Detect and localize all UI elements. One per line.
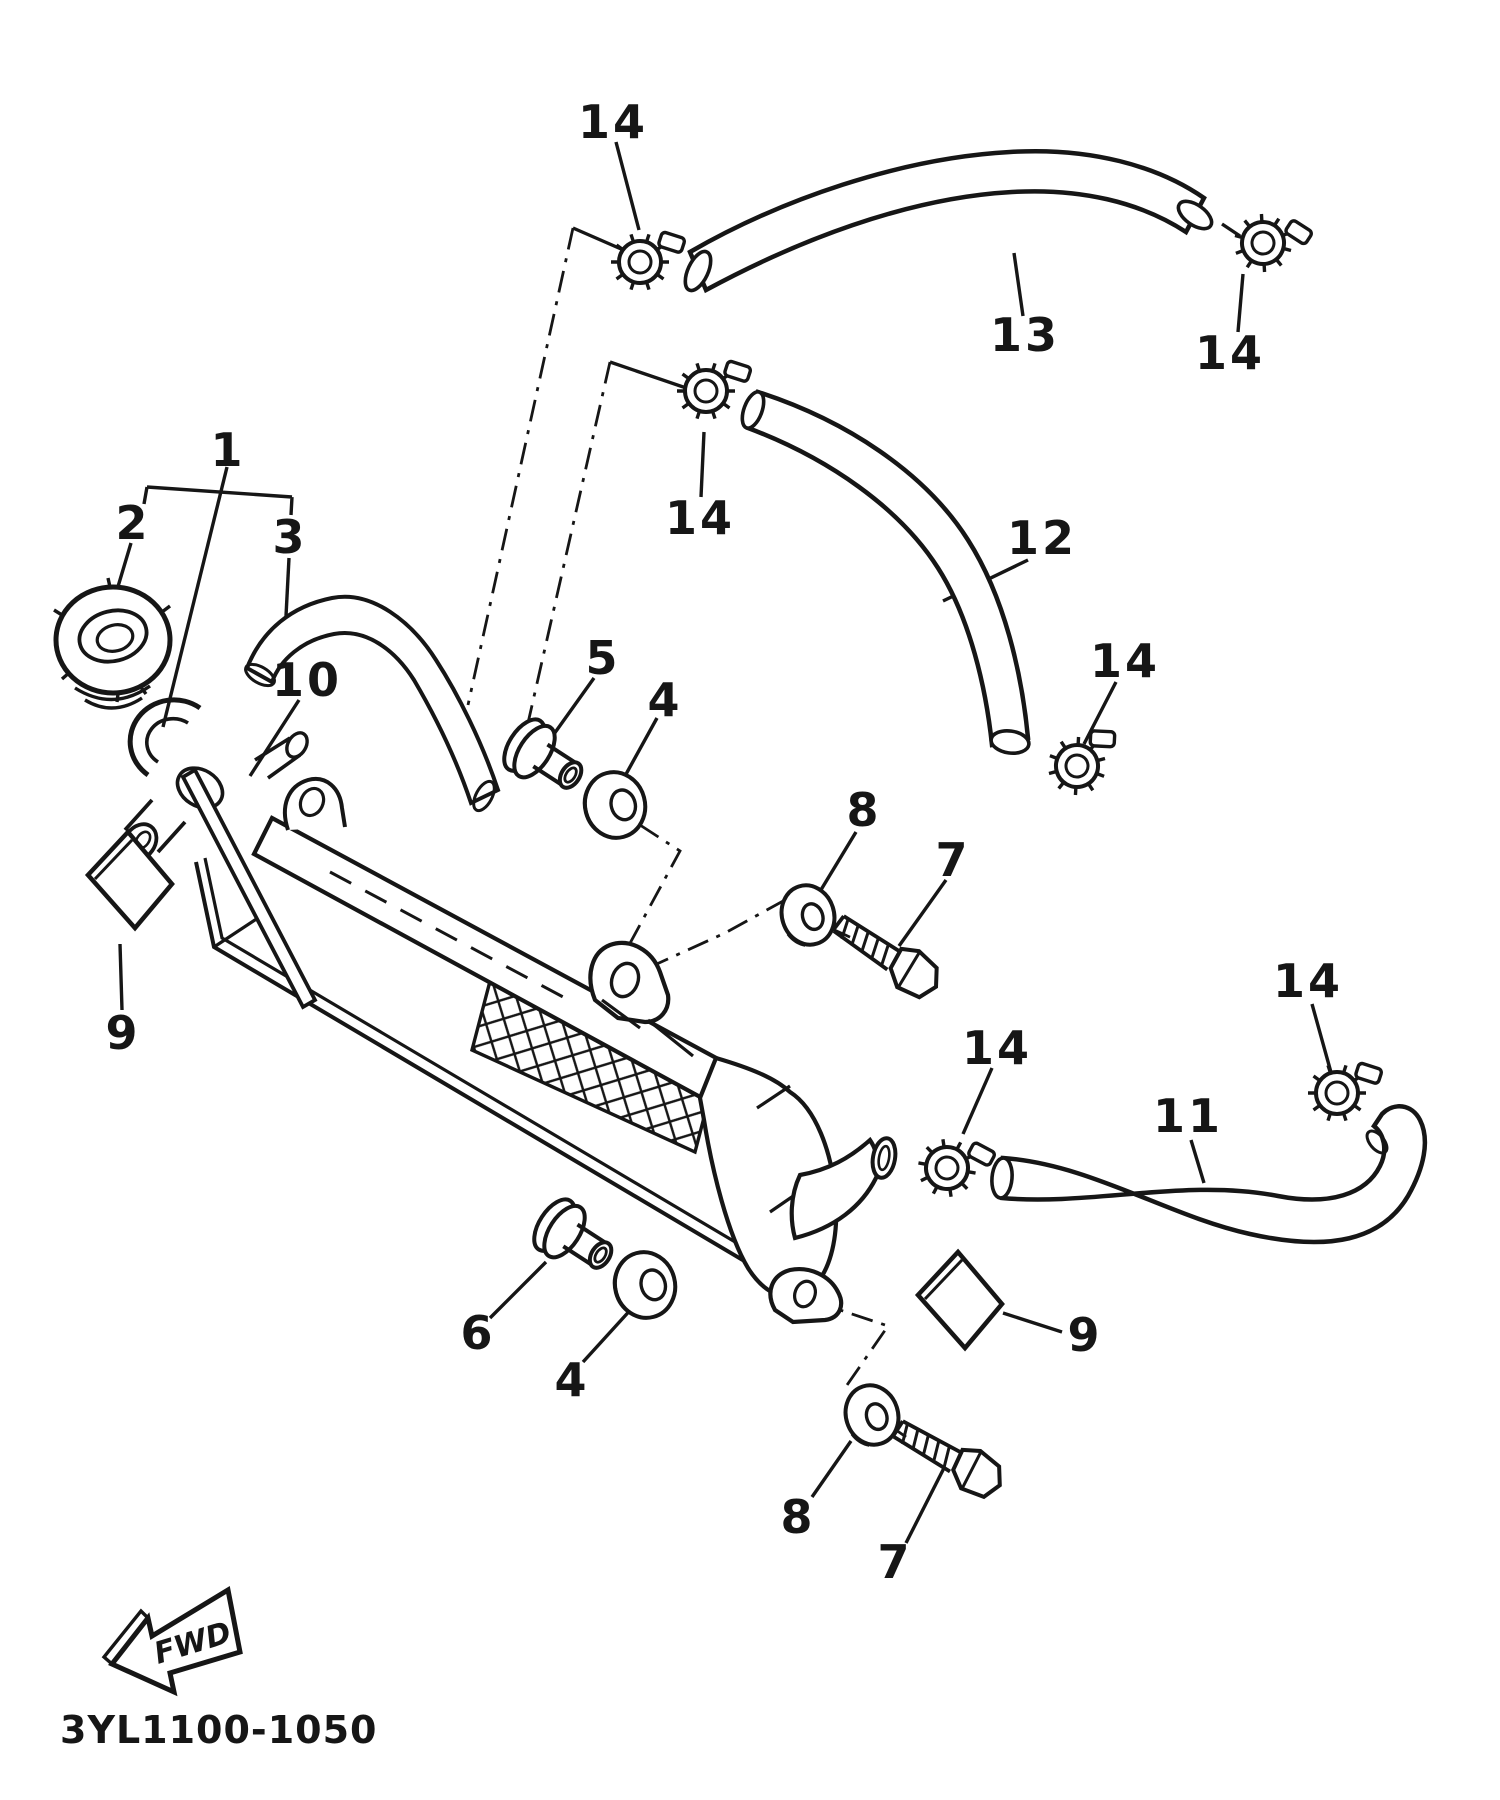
- part-label: 8: [846, 783, 882, 837]
- part-label: 5: [585, 631, 621, 685]
- clamp-hose12-bottom: [1039, 722, 1130, 803]
- part-label: 11: [1152, 1089, 1224, 1143]
- part-label: 7: [935, 833, 971, 887]
- radiator: [121, 697, 898, 1325]
- hose-3: [244, 594, 501, 806]
- part-label: 14: [1272, 954, 1344, 1008]
- part-label: 2: [115, 496, 151, 550]
- part-label: 4: [647, 673, 683, 727]
- part-label: 8: [780, 1490, 816, 1544]
- washer-lower: [836, 1376, 908, 1454]
- bolt-lower: [885, 1407, 1012, 1507]
- grommet-upper: [575, 763, 655, 847]
- part-label: 12: [1006, 511, 1078, 565]
- pad-left: [88, 832, 172, 928]
- radiator-cap: [53, 577, 173, 710]
- part-label: 14: [961, 1021, 1033, 1075]
- leader-lines: [109, 141, 1334, 1544]
- part-label: 13: [989, 308, 1061, 362]
- clamp-hose13-right: [1225, 204, 1317, 284]
- bolt-upper: [824, 902, 950, 1008]
- collar-5: [494, 710, 596, 807]
- part-label: 6: [460, 1306, 496, 1360]
- hose-11: [999, 1104, 1428, 1245]
- part-label: 9: [1067, 1308, 1103, 1362]
- part-label: 4: [554, 1353, 590, 1407]
- part-label: 3: [272, 510, 308, 564]
- drawing-code: 3YL1100-1050: [60, 1708, 378, 1752]
- clamp-hose12-top: [675, 358, 754, 421]
- part-label: 9: [105, 1006, 141, 1060]
- clamp-hose11-left: [911, 1130, 999, 1206]
- part-label: 14: [577, 95, 649, 149]
- part-label: 1: [210, 423, 246, 477]
- part-label: 7: [877, 1535, 913, 1589]
- washer-upper: [772, 876, 844, 954]
- fwd-arrow: FWD: [101, 1586, 243, 1697]
- part-label: 14: [1089, 634, 1161, 688]
- clamp-hose13-left: [609, 229, 688, 292]
- part-label: 14: [664, 491, 736, 545]
- hose-13: [687, 149, 1207, 294]
- grommet-lower: [605, 1243, 685, 1327]
- clamp-hose11-right: [1306, 1060, 1385, 1123]
- pad-right: [918, 1252, 1002, 1348]
- part-label: 14: [1194, 326, 1266, 380]
- hose-12: [745, 389, 1031, 748]
- collar-6: [524, 1190, 626, 1287]
- part-label: 10: [271, 653, 343, 707]
- centerlines: [466, 227, 907, 1439]
